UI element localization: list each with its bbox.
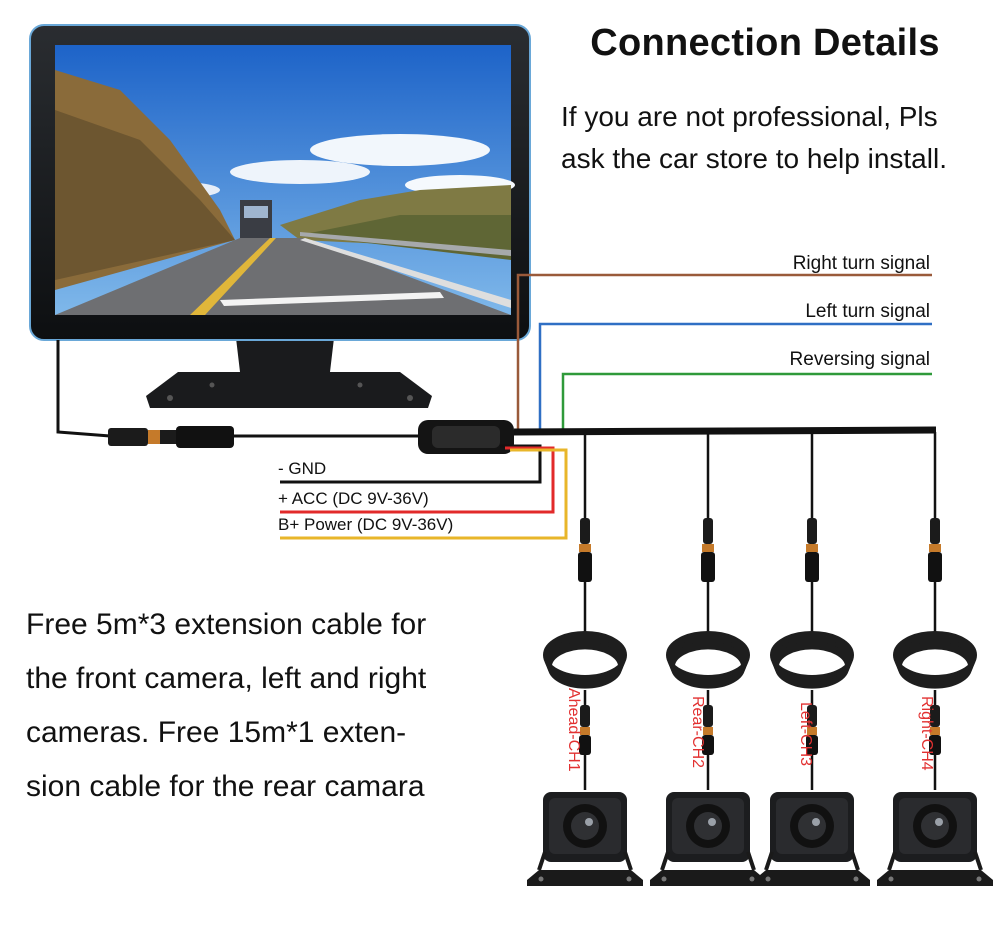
power-label-bplus: B+ Power (DC 9V-36V) bbox=[278, 515, 453, 535]
promo-line-4: sion cable for the rear camara bbox=[26, 760, 526, 814]
camera-branches bbox=[527, 432, 993, 886]
promo-line-3: cameras. Free 15m*1 exten- bbox=[26, 706, 526, 760]
camera-3-icon bbox=[754, 792, 870, 886]
camera-4-icon bbox=[877, 792, 993, 886]
page-title: Connection Details bbox=[560, 22, 970, 65]
channel-label-ch2: Rear-CH2 bbox=[688, 696, 706, 768]
install-note: If you are not professional, Pls ask the… bbox=[561, 96, 991, 180]
signal-label-reversing: Reversing signal bbox=[700, 349, 930, 371]
promo-line-2: the front camera, left and right bbox=[26, 652, 526, 706]
install-note-line-2: ask the car store to help install. bbox=[561, 138, 991, 180]
extension-cable-promo: Free 5m*3 extension cable for the front … bbox=[26, 598, 526, 814]
camera-2-icon bbox=[650, 792, 766, 886]
camera-branch-2 bbox=[650, 432, 766, 886]
monitor-stand bbox=[146, 338, 432, 408]
signal-label-left-turn: Left turn signal bbox=[700, 301, 930, 323]
camera-1-icon bbox=[527, 792, 643, 886]
main-harness bbox=[418, 420, 936, 454]
monitor-screen bbox=[55, 45, 515, 315]
camera-branch-4 bbox=[877, 432, 993, 886]
plug-connector bbox=[108, 426, 234, 448]
power-label-gnd: - GND bbox=[278, 459, 326, 479]
channel-label-ch3: Left-CH3 bbox=[796, 702, 814, 766]
channel-label-ch1: Ahead-CH1 bbox=[564, 688, 582, 772]
signal-label-right-turn: Right turn signal bbox=[700, 253, 930, 275]
channel-label-ch4: Right-CH4 bbox=[917, 696, 935, 771]
promo-line-1: Free 5m*3 extension cable for bbox=[26, 598, 526, 652]
monitor bbox=[30, 25, 530, 408]
camera-branch-1 bbox=[527, 432, 643, 886]
power-label-acc: + ACC (DC 9V-36V) bbox=[278, 489, 429, 509]
install-note-line-1: If you are not professional, Pls bbox=[561, 96, 991, 138]
camera-branch-3 bbox=[754, 432, 870, 886]
